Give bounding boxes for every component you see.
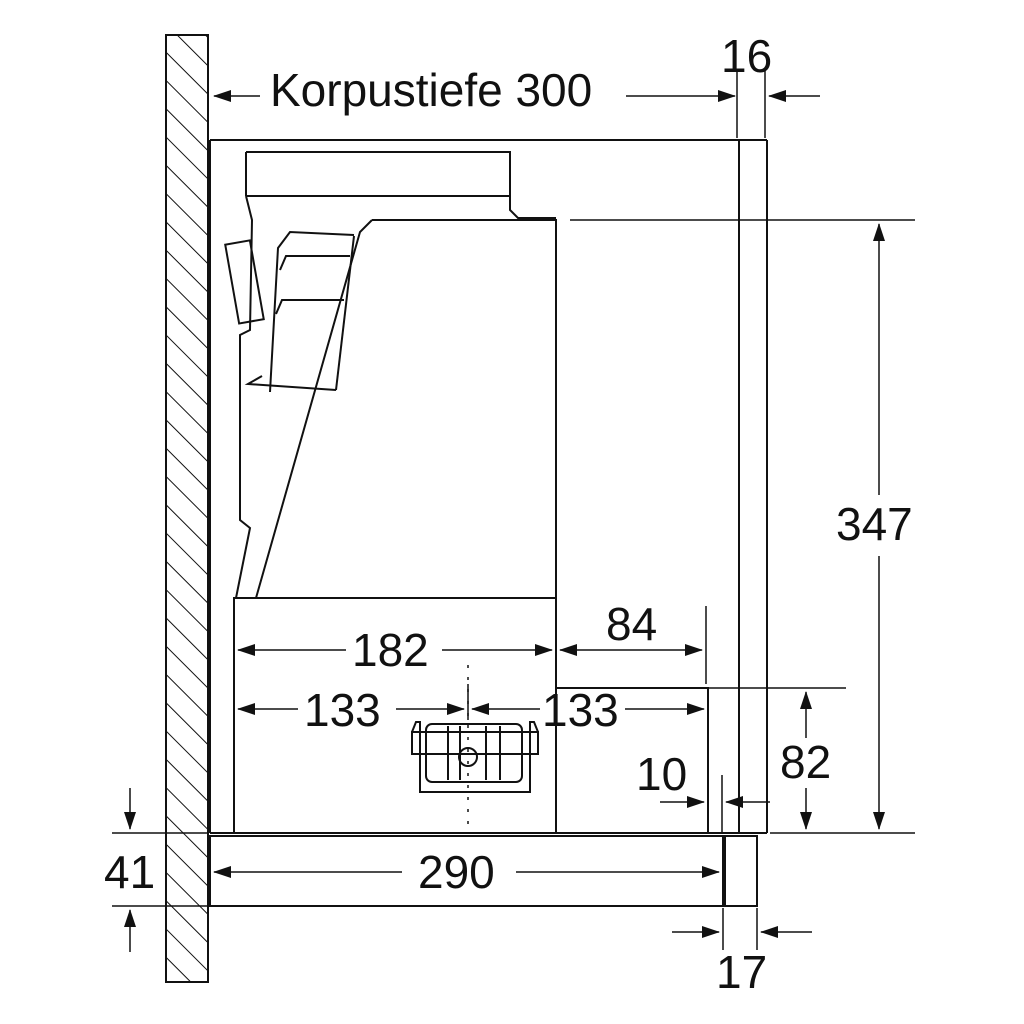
hood-unit	[224, 151, 846, 834]
connector-fitting	[411, 665, 539, 825]
dim-133: 133 133	[237, 684, 705, 736]
dim-41: 41	[104, 788, 208, 952]
label-84: 84	[606, 598, 657, 650]
label-347: 347	[836, 498, 913, 550]
label-133-left: 133	[304, 684, 381, 736]
dim-84: 84	[559, 598, 707, 684]
dim-347: 347	[570, 219, 915, 834]
label-17: 17	[716, 946, 767, 998]
dim-17: 17	[672, 908, 812, 998]
cabinet-body	[209, 139, 768, 834]
label-41: 41	[104, 846, 155, 898]
dim-182: 182	[237, 624, 553, 676]
label-133-right: 133	[542, 684, 619, 736]
dim-290: 290	[213, 846, 720, 898]
dim-10: 10	[636, 748, 770, 833]
label-82: 82	[780, 736, 831, 788]
dim-depth: Korpustiefe 300	[213, 64, 736, 116]
dim-82: 82	[780, 691, 831, 830]
dim-16: 16	[721, 30, 820, 138]
label-depth: Korpustiefe 300	[270, 64, 592, 116]
label-290: 290	[418, 846, 495, 898]
label-182: 182	[352, 624, 429, 676]
bottom-shelf	[209, 835, 758, 907]
label-10: 10	[636, 748, 687, 800]
wall-hatched	[165, 34, 209, 983]
label-16: 16	[721, 30, 772, 82]
